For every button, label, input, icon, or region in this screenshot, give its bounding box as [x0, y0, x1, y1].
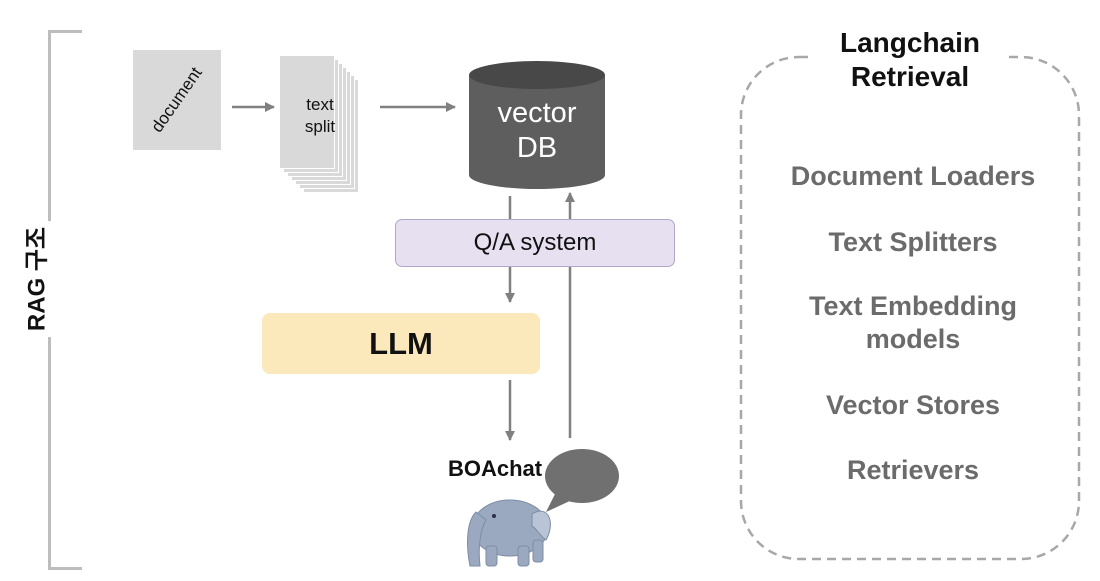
rag-bracket — [48, 30, 82, 570]
rag-label-text: RAG 구조 — [16, 220, 52, 338]
qa-system-label: Q/A system — [473, 229, 597, 256]
langchain-item-text-splitters: Text Splitters — [828, 227, 998, 257]
langchain-item-document-loaders: Document Loaders — [790, 161, 1036, 191]
boachat-label: BOAchat — [448, 456, 543, 481]
text-split-line1: text — [306, 95, 334, 114]
langchain-item-models: models — [865, 324, 961, 354]
speech-bubble-icon — [545, 449, 619, 512]
vector-db-label: vector DB — [469, 96, 605, 166]
llm-label: LLM — [369, 325, 433, 361]
langchain-title-line1: Langchain — [839, 27, 980, 58]
text-split-line2: split — [304, 117, 336, 136]
langchain-title: Langchain Retrieval — [812, 26, 1008, 94]
text-split-label: text split — [282, 94, 358, 138]
langchain-item-text-embedding: Text Embedding — [808, 291, 1017, 321]
langchain-item-retrievers: Retrievers — [846, 455, 980, 485]
vector-db-line2: DB — [516, 132, 558, 164]
document-node: document — [133, 50, 221, 150]
split-page — [280, 56, 334, 168]
elephant-icon — [467, 499, 551, 567]
langchain-title-line2: Retrieval — [850, 61, 970, 92]
langchain-item-vector-stores: Vector Stores — [825, 390, 1001, 420]
qa-system-box: Q/A system — [395, 219, 675, 267]
database-icon — [469, 61, 605, 189]
document-label: document — [147, 63, 206, 136]
llm-box: LLM — [262, 313, 540, 374]
vector-db-line1: vector — [497, 97, 577, 129]
